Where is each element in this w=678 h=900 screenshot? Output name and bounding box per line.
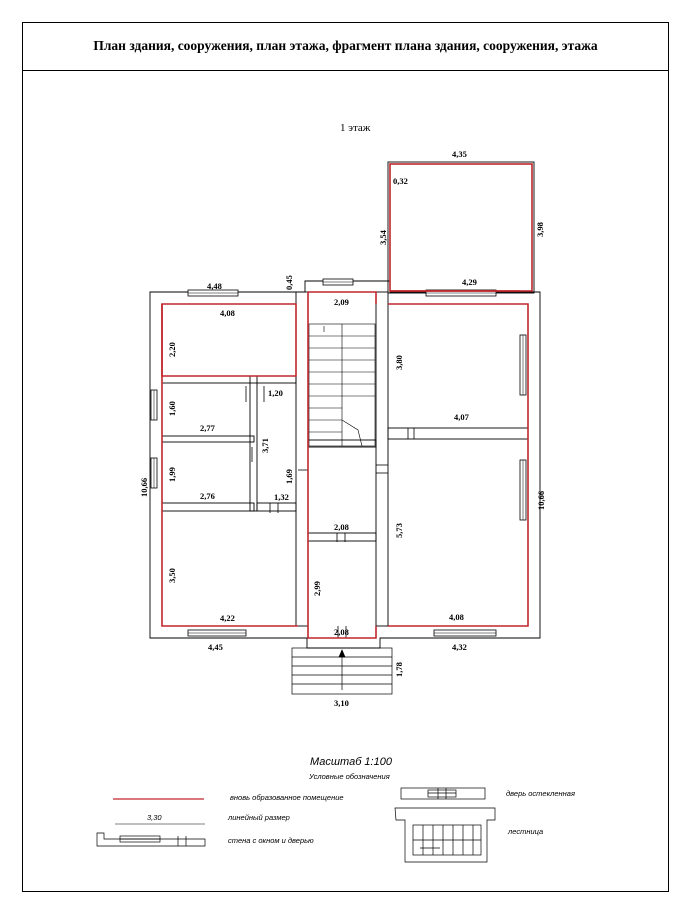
dim-corridor-3-71: 3,71 bbox=[260, 438, 270, 453]
sheet-frame bbox=[22, 22, 669, 892]
dim-room-bl-depth: 3,50 bbox=[167, 568, 177, 583]
dim-room-b-depth: 1,99 bbox=[167, 467, 177, 482]
dim-room-a-width: 2,77 bbox=[200, 423, 216, 433]
dim-corridor-1-69: 1,69 bbox=[284, 469, 294, 484]
dim-room-bl-width: 4,22 bbox=[220, 613, 235, 623]
legend-stairs-text: лестница bbox=[507, 827, 543, 836]
dim-corridor-1-20: 1,20 bbox=[268, 388, 283, 398]
dim-left-total: 10,66 bbox=[139, 478, 149, 497]
dim-annex-inner: 0,32 bbox=[393, 176, 408, 186]
legend-stairs-symbol bbox=[394, 807, 496, 863]
legend-dimension-text: линейный размер bbox=[227, 813, 290, 822]
dim-room-a-depth: 1,60 bbox=[167, 401, 177, 416]
dim-porch-width: 3,10 bbox=[334, 698, 349, 708]
dim-room-b-width: 2,76 bbox=[200, 491, 215, 501]
dim-annex-right: 3,98 bbox=[535, 222, 545, 237]
legend-wall-text: стена с окном и дверью bbox=[228, 836, 314, 845]
legend-glazed-door-text: дверь остекленная bbox=[506, 789, 575, 798]
dim-room-tr-width: 4,07 bbox=[454, 412, 470, 422]
legend-dimension-sample: 3,30 bbox=[147, 813, 162, 822]
dim-annex-left: 3,54 bbox=[378, 229, 388, 245]
dim-top-left-width: 4,48 bbox=[207, 281, 222, 291]
porch bbox=[291, 647, 393, 695]
dim-hall-width: 2,08 bbox=[334, 522, 349, 532]
dim-stair-top-width: 2,09 bbox=[334, 297, 349, 307]
dim-room-br-width: 4,08 bbox=[449, 612, 464, 622]
legend-heading: Условные обозначения bbox=[308, 772, 390, 781]
stairs bbox=[308, 323, 376, 447]
sheet-title: План здания, сооружения, план этажа, фра… bbox=[22, 22, 669, 71]
dim-bottom-left-width: 4,45 bbox=[208, 642, 223, 652]
dim-room-tl-depth: 2,20 bbox=[167, 342, 177, 357]
dim-annex-bottom: 4,29 bbox=[462, 277, 477, 287]
door-marks bbox=[245, 386, 415, 638]
dim-corridor-1-32: 1,32 bbox=[274, 492, 289, 502]
legend-new-room-text: вновь образованное помещение bbox=[230, 793, 344, 802]
dim-porch-depth: 1,78 bbox=[394, 662, 404, 677]
dim-right-total: 10,66 bbox=[536, 491, 546, 510]
windows bbox=[150, 278, 527, 637]
annex-walls bbox=[387, 161, 535, 294]
floor-label: 1 этаж bbox=[340, 122, 371, 134]
dim-step-045: 0,45 bbox=[284, 275, 294, 290]
window-lines bbox=[153, 281, 524, 634]
legend-glazed-door-symbol bbox=[400, 787, 486, 800]
dim-vestibule-depth: 2,99 bbox=[312, 581, 322, 596]
interior-walls bbox=[161, 291, 529, 627]
dim-room-tl-width: 4,08 bbox=[220, 308, 235, 318]
new-rooms bbox=[161, 163, 533, 639]
legend-wall-symbol bbox=[96, 832, 206, 847]
dim-vestibule-width: 2,08 bbox=[334, 627, 349, 637]
dim-right-room-depth: 5,73 bbox=[394, 523, 404, 538]
scale-label: Масштаб 1:100 bbox=[310, 756, 393, 768]
dim-room-tr-depth: 3,80 bbox=[394, 355, 404, 370]
dim-bottom-right-width: 4,32 bbox=[452, 642, 467, 652]
dim-annex-width-top: 4,35 bbox=[452, 149, 467, 159]
